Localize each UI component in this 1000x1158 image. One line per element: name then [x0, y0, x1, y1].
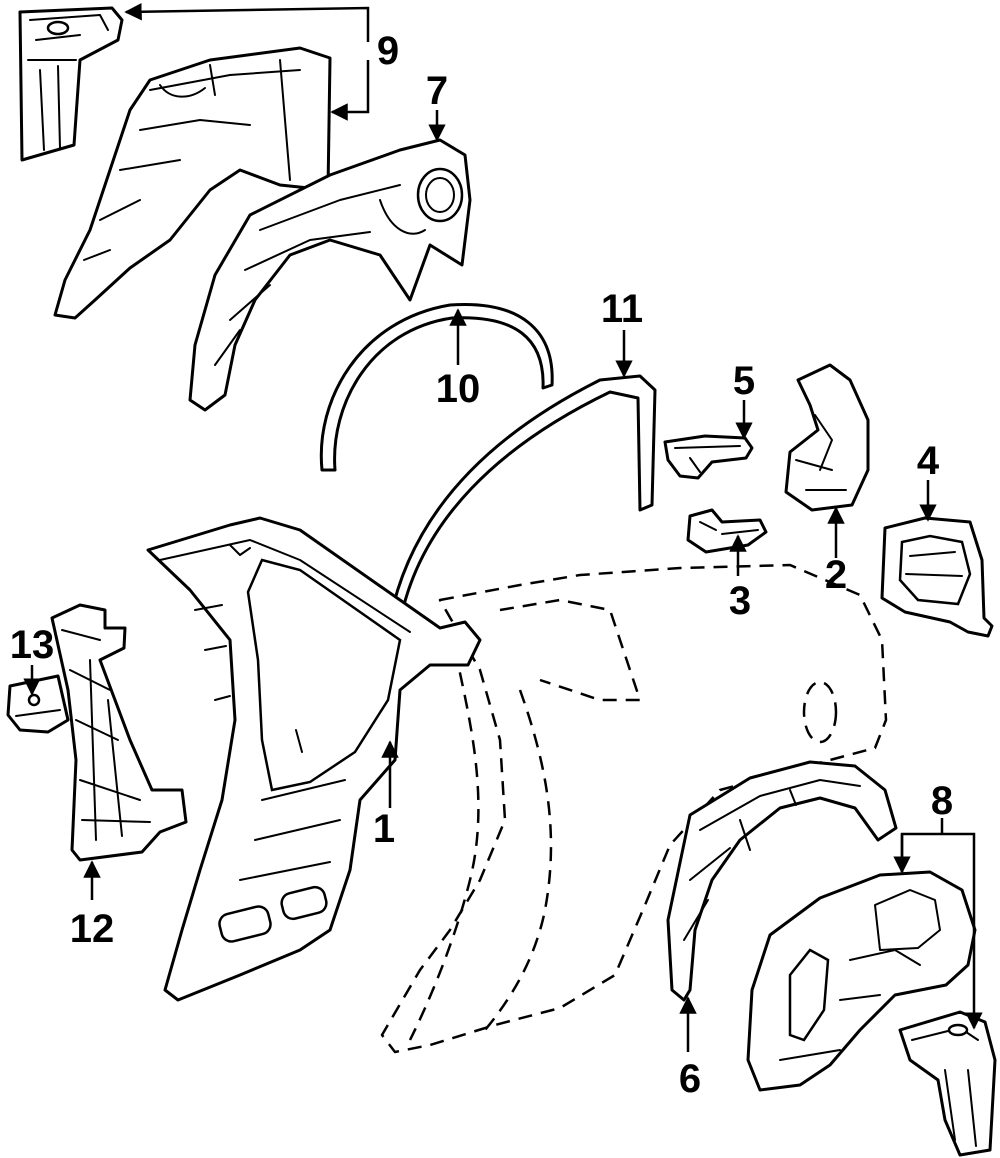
- leader-lines: [23, 2, 983, 1052]
- part-2-panel: [784, 363, 870, 512]
- callout-7: 7: [426, 69, 448, 113]
- part-7-outer-wheelhouse: [188, 138, 472, 412]
- callout-13: 13: [10, 623, 55, 667]
- part-5-bracket: [663, 434, 754, 480]
- callout-11: 11: [601, 287, 643, 331]
- callout-2: 2: [825, 553, 847, 597]
- part-13-plate: [6, 674, 70, 734]
- part-4-lamp-pocket: [880, 516, 994, 638]
- callout-12: 12: [70, 907, 115, 951]
- callout-6: 6: [679, 1057, 701, 1101]
- callout-10: 10: [436, 367, 481, 411]
- callout-5: 5: [733, 359, 755, 403]
- part-3-bracket: [686, 508, 768, 554]
- part-11-weatherstrip: [388, 374, 657, 624]
- part-9-wheelhouse: [53, 46, 332, 320]
- callout-4: 4: [917, 439, 940, 483]
- callout-8: 8: [931, 779, 953, 823]
- quarter-panel-outline: [380, 563, 888, 1054]
- part-1-inner-quarter: [146, 516, 482, 1002]
- part-9-bracket: [18, 6, 124, 162]
- callout-1: 1: [373, 807, 395, 851]
- callout-labels: 1 2 3 4 5 6 7 8 9 10 11 12 13: [10, 29, 953, 1101]
- part-8-wheelhouse: [746, 870, 977, 1092]
- part-8-bracket: [898, 1010, 997, 1157]
- callout-9: 9: [377, 29, 399, 73]
- callout-3: 3: [729, 579, 751, 623]
- part-10-wheel-molding: [319, 302, 554, 472]
- part-12-pillar: [50, 603, 188, 862]
